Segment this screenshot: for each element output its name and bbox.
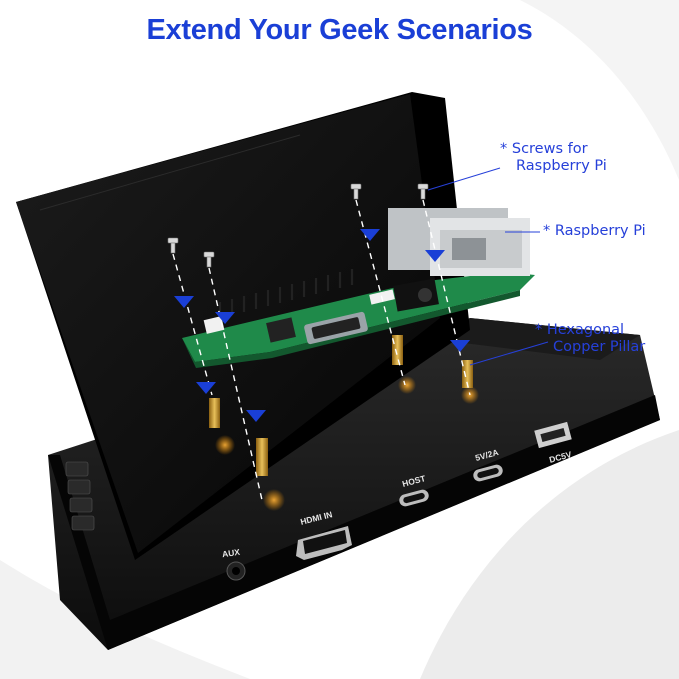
callout-screws: * Screws for Raspberry Pi <box>500 141 607 175</box>
side-buttons <box>65 461 95 531</box>
callout-pillar: * Hexagonal Copper Pillar <box>535 322 645 356</box>
port-panel <box>226 421 572 581</box>
callout-raspberry-pi: * Raspberry Pi <box>543 223 646 239</box>
screws <box>167 183 429 268</box>
raspberry-pi-board <box>182 208 535 368</box>
callout-leaders <box>427 167 549 366</box>
blue-arrows <box>174 229 470 422</box>
callout-screws-line1: * Screws for <box>500 141 588 157</box>
callout-pillar-line2: Copper Pillar <box>553 339 646 355</box>
assembly-guides <box>172 199 471 501</box>
callout-pillar-line1: * Hexagonal <box>535 322 625 338</box>
copper-pillars <box>209 335 479 511</box>
monitor-base <box>48 318 660 650</box>
callout-screws-line2: Raspberry Pi <box>516 158 607 174</box>
headline: Extend Your Geek Scenarios <box>146 14 533 46</box>
